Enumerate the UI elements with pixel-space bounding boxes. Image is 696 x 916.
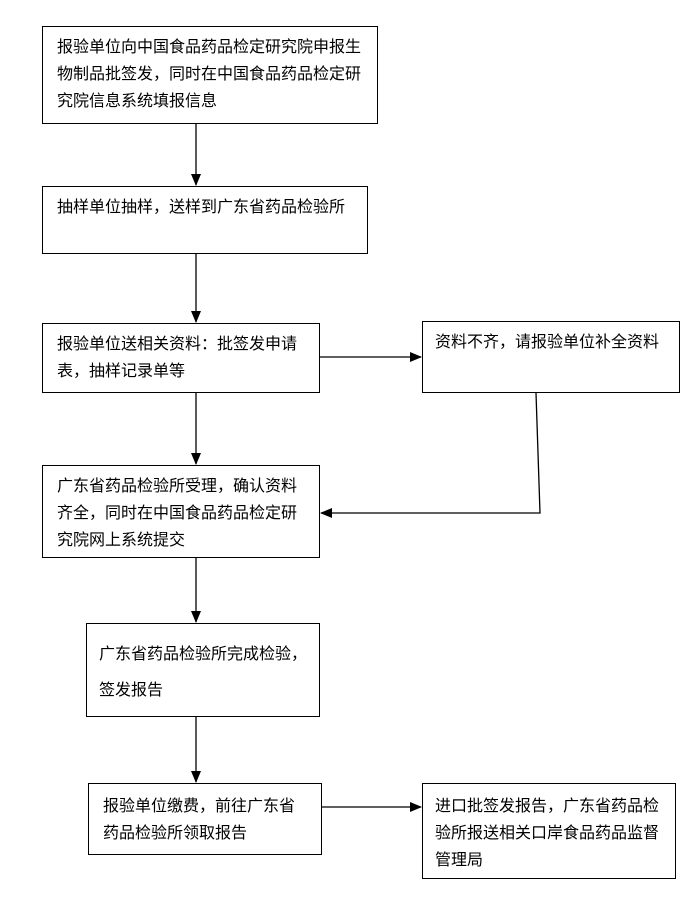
step-import-report-forwarding: 进口批签发报告，广东省药品检验所报送相关口岸食品药品监督管理局 (422, 783, 676, 879)
step-declare-application-text: 报验单位向中国食品药品检定研究院申报生物制品批签发，同时在中国食品药品检定研究院… (57, 37, 362, 110)
step-import-report-forwarding-text: 进口批签发报告，广东省药品检验所报送相关口岸食品药品监督管理局 (435, 796, 660, 869)
step-pay-and-collect-report-text: 报验单位缴费，前往广东省药品检验所领取报告 (103, 796, 296, 842)
step-documents-incomplete: 资料不齐，请报验单位补全资料 (422, 321, 680, 393)
step-pay-and-collect-report: 报验单位缴费，前往广东省药品检验所领取报告 (88, 783, 322, 855)
step-documents-incomplete-text: 资料不齐，请报验单位补全资料 (435, 332, 660, 351)
step-complete-inspection-text: 广东省药品检验所完成检验，签发报告 (99, 644, 308, 699)
arrow-n4-to-n5 (320, 392, 541, 518)
step-accept-and-submit-text: 广东省药品检验所受理，确认资料齐全，同时在中国食品药品检定研究院网上系统提交 (57, 476, 298, 549)
step-accept-and-submit: 广东省药品检验所受理，确认资料齐全，同时在中国食品药品检定研究院网上系统提交 (42, 465, 320, 558)
step-submit-documents-text: 报验单位送相关资料：批签发申请表，抽样记录单等 (57, 334, 298, 380)
step-declare-application: 报验单位向中国食品药品检定研究院申报生物制品批签发，同时在中国食品药品检定研究院… (42, 26, 378, 124)
step-sampling: 抽样单位抽样，送样到广东省药品检验所 (42, 186, 368, 254)
step-submit-documents: 报验单位送相关资料：批签发申请表，抽样记录单等 (42, 323, 320, 393)
step-sampling-text: 抽样单位抽样，送样到广东省药品检验所 (57, 197, 346, 216)
step-complete-inspection: 广东省药品检验所完成检验，签发报告 (86, 623, 320, 717)
